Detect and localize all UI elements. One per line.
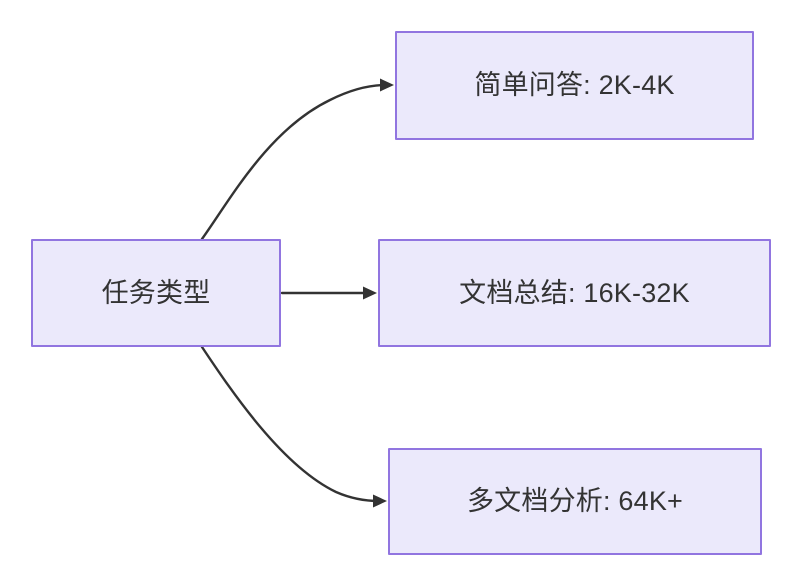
node-multi-doc-analysis[interactable]: 多文档分析: 64K+ bbox=[388, 448, 762, 555]
node-simple-qa-label: 简单问答: 2K-4K bbox=[474, 70, 675, 101]
edge-root-to-multi-doc-path bbox=[200, 345, 381, 503]
node-simple-qa[interactable]: 简单问答: 2K-4K bbox=[395, 31, 754, 140]
edge-root-to-multi-doc bbox=[200, 345, 387, 508]
edge-root-to-doc-summary-arrowhead bbox=[363, 286, 377, 300]
edge-root-to-simple-qa bbox=[200, 78, 394, 241]
edge-root-to-simple-qa-arrowhead bbox=[380, 78, 394, 92]
edge-root-to-simple-qa-path bbox=[200, 83, 388, 241]
node-doc-summary[interactable]: 文档总结: 16K-32K bbox=[378, 239, 771, 347]
node-task-type-label: 任务类型 bbox=[101, 277, 211, 308]
node-task-type[interactable]: 任务类型 bbox=[31, 239, 281, 347]
edge-root-to-multi-doc-arrowhead bbox=[373, 494, 387, 508]
node-doc-summary-label: 文档总结: 16K-32K bbox=[459, 277, 690, 308]
edge-root-to-doc-summary bbox=[280, 286, 377, 300]
node-multi-doc-analysis-label: 多文档分析: 64K+ bbox=[466, 486, 683, 517]
